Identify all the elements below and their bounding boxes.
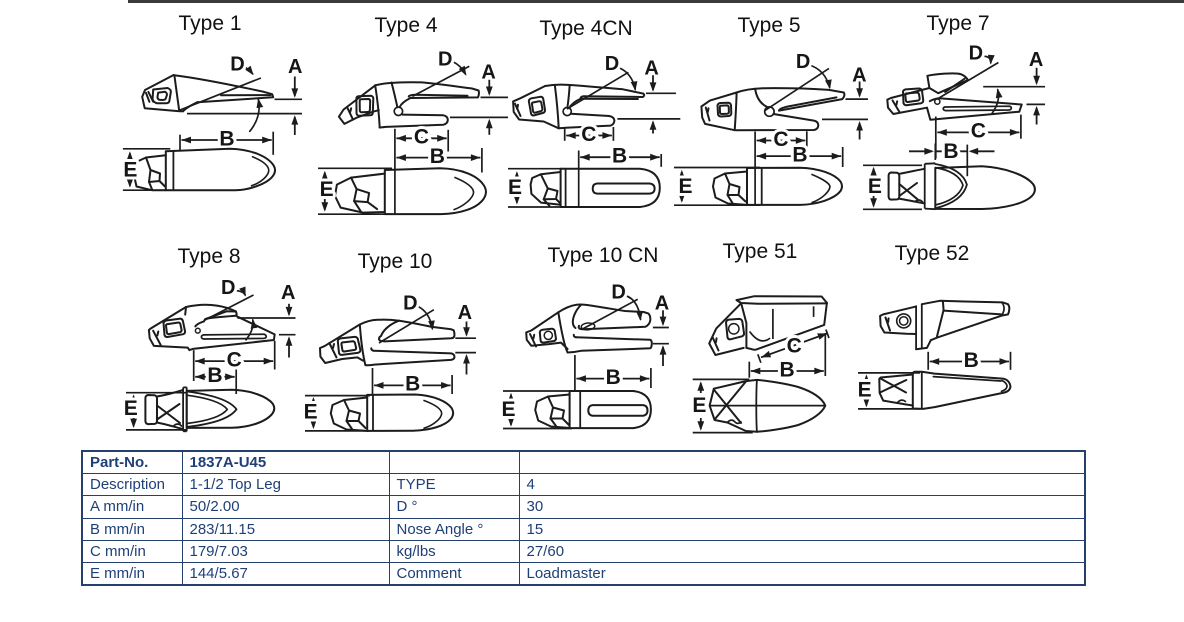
svg-text:D: D xyxy=(969,43,983,65)
svg-text:D: D xyxy=(796,51,810,73)
svg-text:D: D xyxy=(230,54,244,76)
svg-text:C: C xyxy=(971,120,986,143)
svg-text:C: C xyxy=(227,348,242,371)
svg-text:B: B xyxy=(207,364,222,387)
svg-text:A: A xyxy=(655,293,669,315)
svg-text:A: A xyxy=(288,56,302,78)
svg-text:A: A xyxy=(458,302,472,324)
svg-text:B: B xyxy=(792,143,807,166)
svg-text:C: C xyxy=(773,128,788,151)
svg-text:B: B xyxy=(780,358,795,381)
svg-text:B: B xyxy=(219,127,234,150)
svg-text:D: D xyxy=(403,292,417,314)
svg-text:E: E xyxy=(678,175,692,198)
svg-text:A: A xyxy=(644,58,658,80)
svg-text:C: C xyxy=(787,335,802,358)
svg-text:B: B xyxy=(606,366,621,389)
svg-text:D: D xyxy=(438,49,452,71)
svg-text:B: B xyxy=(405,373,420,396)
svg-text:A: A xyxy=(281,282,295,304)
svg-text:E: E xyxy=(501,398,515,421)
svg-text:E: E xyxy=(868,175,882,198)
svg-text:E: E xyxy=(320,178,334,201)
svg-text:E: E xyxy=(304,401,318,424)
svg-text:E: E xyxy=(508,176,522,199)
svg-text:B: B xyxy=(612,145,627,168)
svg-text:D: D xyxy=(221,277,235,299)
svg-text:D: D xyxy=(611,282,625,304)
svg-text:A: A xyxy=(1029,49,1043,71)
svg-text:E: E xyxy=(124,397,138,420)
svg-text:C: C xyxy=(581,123,596,146)
svg-text:B: B xyxy=(964,349,979,372)
svg-text:E: E xyxy=(692,394,706,417)
svg-text:A: A xyxy=(481,62,495,84)
svg-text:E: E xyxy=(123,158,137,181)
svg-text:C: C xyxy=(414,126,429,149)
svg-text:E: E xyxy=(858,379,872,402)
svg-text:D: D xyxy=(605,53,619,75)
svg-text:B: B xyxy=(430,145,445,168)
svg-text:A: A xyxy=(852,65,866,87)
svg-text:B: B xyxy=(943,140,958,163)
